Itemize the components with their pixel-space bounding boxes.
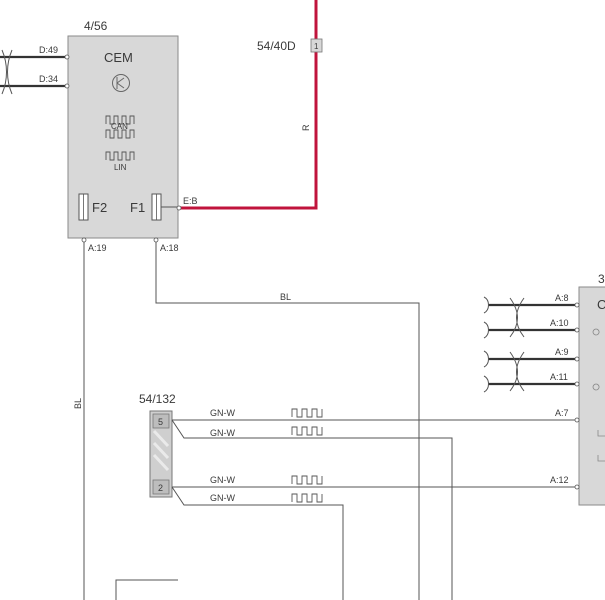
connector-pin-2: 2 <box>158 483 163 493</box>
wire-gnw-3-label: GN-W <box>210 475 235 485</box>
cem-pin-d49[interactable] <box>64 54 70 60</box>
right-pin-a7[interactable] <box>574 417 580 423</box>
cem-pin-d34[interactable] <box>64 83 70 89</box>
wire-gnw-1-label: GN-W <box>210 408 235 418</box>
cem-pin-eb[interactable] <box>176 205 182 211</box>
lin-bus-label: LIN <box>114 163 127 172</box>
network-node-icon <box>112 74 130 92</box>
right-pin-a8[interactable] <box>574 302 580 308</box>
right-module[interactable] <box>578 286 605 506</box>
fuse-f1-label: F1 <box>130 200 145 215</box>
right-module-ref: 3 <box>598 272 605 286</box>
signal-waveform-icon <box>291 475 323 485</box>
power-wire-color: R <box>301 124 311 131</box>
can-waveform-icon <box>105 115 135 139</box>
wire-gnw-4-label: GN-W <box>210 493 235 503</box>
twisted-pair-icon <box>1 49 13 95</box>
cem-pin-d49-label: D:49 <box>39 45 58 55</box>
signal-waveform-icon <box>291 493 323 503</box>
wire-bl-horizontal-label: BL <box>280 292 291 302</box>
signal-waveform-icon <box>291 408 323 418</box>
right-pin-label: A:8 <box>555 293 569 303</box>
wire-bl-a18 <box>155 242 420 600</box>
fuse-f2-label: F2 <box>92 200 107 215</box>
cem-pin-a18[interactable] <box>153 237 159 243</box>
power-connector-pin: 1 <box>314 42 319 51</box>
cem-pin-d34-label: D:34 <box>39 74 58 84</box>
right-pin-a10[interactable] <box>574 327 580 333</box>
right-pin-a9[interactable] <box>574 356 580 362</box>
cem-title: CEM <box>104 50 133 65</box>
can-bus-label: CAN <box>111 122 128 131</box>
twisted-pair-icon <box>509 297 525 338</box>
right-module-label: C <box>597 297 605 312</box>
wire-gnw-2-label: GN-W <box>210 428 235 438</box>
power-connector-ref: 54/40D <box>257 39 296 53</box>
right-pin-label: A:9 <box>555 347 569 357</box>
right-pin-label: A:7 <box>555 408 569 418</box>
wire-gnw-2 <box>171 419 453 600</box>
right-pin-a11[interactable] <box>574 381 580 387</box>
wire-bl-vertical-label: BL <box>73 398 83 409</box>
cem-pin-a19[interactable] <box>81 237 87 243</box>
right-pin-label: A:10 <box>550 318 569 328</box>
power-wire-red <box>180 0 318 210</box>
connector-pin-5: 5 <box>158 417 163 427</box>
wire-gnw-4 <box>171 486 344 600</box>
power-connector-pin-box <box>310 38 323 53</box>
right-pin-label: A:12 <box>550 475 569 485</box>
connector-54-132-ref: 54/132 <box>139 392 176 406</box>
right-pin-label: A:11 <box>550 372 568 382</box>
signal-waveform-icon <box>291 426 323 436</box>
twisted-pair-icon <box>509 351 525 392</box>
cem-pin-a19-label: A:19 <box>88 243 107 253</box>
cem-pin-a18-label: A:18 <box>160 243 179 253</box>
cem-pin-eb-label: E:B <box>183 196 198 206</box>
right-pin-a12[interactable] <box>574 484 580 490</box>
lin-waveform-icon <box>105 151 135 161</box>
cem-position-ref: 4/56 <box>84 19 108 33</box>
